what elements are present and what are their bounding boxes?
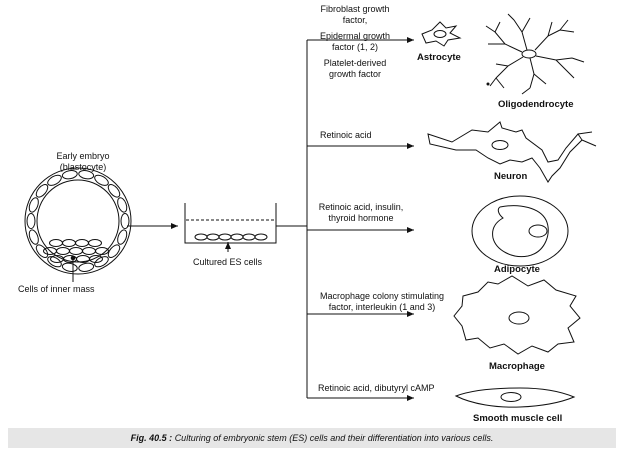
blastocyst-wall-cell (107, 244, 121, 258)
factor-label-0: Fibroblast growth factor, Epidermal grow… (314, 4, 396, 80)
cell-label-smooth-muscle: Smooth muscle cell (473, 413, 563, 424)
cell-label-oligodendrocyte: Oligodendrocyte (498, 99, 574, 110)
blastocyst-wall-cell (35, 244, 49, 258)
factor-text: Fibroblast growth factor, (320, 4, 390, 25)
blastocyst-wall-cell (35, 184, 49, 198)
astrocyte-icon (421, 21, 462, 47)
blastocyst-wall-cell (120, 213, 130, 229)
caption-text: Culturing of embryonic stem (ES) cells a… (174, 433, 494, 443)
inner-mass-cell (56, 247, 70, 255)
cell-label-adipocyte: Adipocyte (494, 264, 540, 275)
blastocyst-wall-cell (94, 174, 109, 186)
inner-mass-cell (75, 239, 89, 247)
blastocyst-wall-cell (61, 262, 78, 272)
inner-mass-cell (82, 247, 96, 255)
factor-text: Epidermal growth factor (1, 2) (319, 31, 391, 52)
embryo-title-line-2: (blastocyte) (59, 162, 107, 172)
factor-text: Platelet-derived growth factor (323, 58, 387, 79)
factor-label-3: Macrophage colony stimulating factor, in… (319, 291, 445, 312)
blastocyst-wall-cell (117, 197, 128, 213)
macrophage-icon (453, 275, 581, 355)
blastocyst-wall-cell (47, 256, 62, 268)
blastocyst-wall-cell (47, 174, 62, 186)
blastocyst-wall-cell (94, 256, 109, 268)
inner-mass-label: Cells of inner mass (18, 284, 95, 294)
embryo-title: Early embryo (blastocyte) (38, 151, 128, 173)
inner-mass-cell (88, 239, 102, 247)
blastocyst-wall-cell (78, 262, 95, 272)
inner-mass-cell (95, 247, 109, 255)
blastocyst-wall-cell (117, 229, 128, 245)
cell-label-macrophage: Macrophage (489, 361, 545, 372)
blastocyst-icon (24, 167, 132, 282)
blastocyst-wall-cell (107, 184, 121, 198)
inner-mass-cell (62, 239, 76, 247)
cell-label-astrocyte: Astrocyte (417, 52, 461, 63)
inner-mass-cell (69, 247, 83, 255)
smooth-muscle-cell-icon (454, 387, 576, 408)
factor-label-4: Retinoic acid, dibutyryl cAMP (318, 383, 435, 393)
oligodendrocyte-icon (485, 13, 585, 95)
embryo-title-line-1: Early embryo (56, 151, 110, 161)
caption-fig-number: Fig. 40.5 : (130, 433, 173, 443)
inner-mass-cell (89, 255, 103, 263)
factor-label-1: Retinoic acid (320, 130, 372, 140)
blastocyst-wall-cell (78, 170, 95, 180)
cell-label-neuron: Neuron (494, 171, 528, 182)
blastocyst-wall-cell (61, 170, 78, 180)
blastocyst-wall-cell (26, 213, 36, 229)
branch-connectors (276, 37, 414, 401)
culture-dish-icon (184, 203, 277, 252)
factor-label-2: Retinoic acid, insulin, thyroid hormone (318, 202, 404, 223)
blastocyst-wall-cell (28, 229, 39, 245)
adipocyte-icon (471, 195, 569, 267)
blastocyst-wall-cell (28, 197, 39, 213)
neuron-icon (427, 121, 597, 183)
dish-label: Cultured ES cells (193, 257, 263, 267)
figure-caption: Fig. 40.5 : Culturing of embryonic stem … (8, 428, 616, 448)
inner-mass-cell (49, 239, 63, 247)
